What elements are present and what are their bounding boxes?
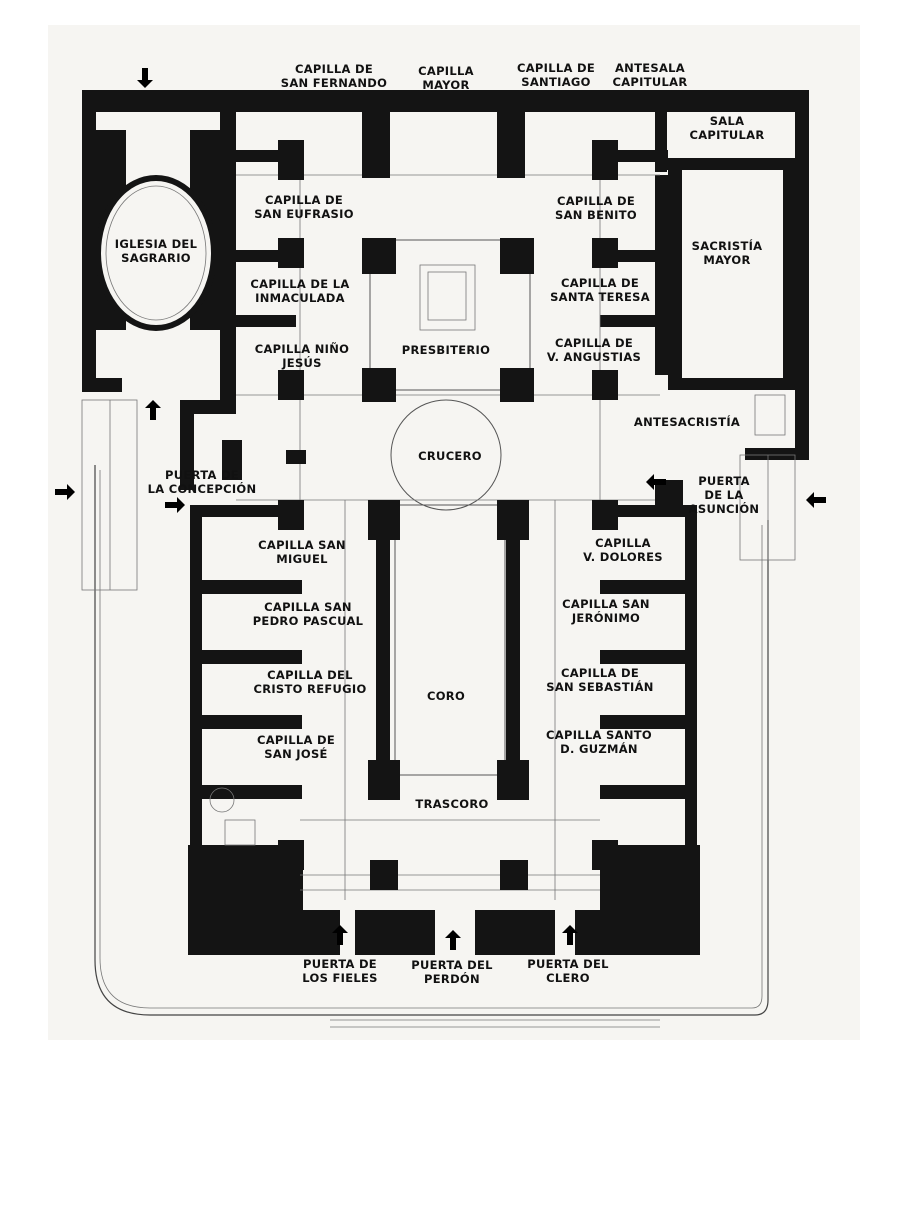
label-antesacristia: ANTESACRISTÍA — [634, 414, 740, 429]
label-crucero: CRUCERO — [418, 449, 482, 463]
staircases — [81, 394, 796, 846]
arrow-icon — [332, 925, 348, 945]
arrow-icon — [137, 68, 153, 88]
label-coro: CORO — [427, 689, 465, 703]
front-steps — [330, 1019, 660, 1028]
label-presbiterio: PRESBITERIO — [402, 343, 490, 357]
arrow-icon — [646, 474, 666, 490]
arrow-icon — [165, 497, 185, 513]
sagrario-oval — [95, 130, 220, 331]
label-trascoro: TRASCORO — [415, 797, 488, 811]
atrium-railing — [94, 465, 769, 1016]
atrium-railing-inner — [99, 470, 763, 1009]
arrow-icon — [445, 930, 461, 950]
arrow-icon — [562, 925, 578, 945]
grid-lines — [236, 174, 660, 900]
walls — [82, 90, 809, 955]
arrow-icon — [806, 492, 826, 508]
arrow-icon — [55, 484, 75, 500]
entrance-arrows — [55, 68, 826, 950]
arrow-icon — [145, 400, 161, 420]
piers — [222, 103, 683, 890]
